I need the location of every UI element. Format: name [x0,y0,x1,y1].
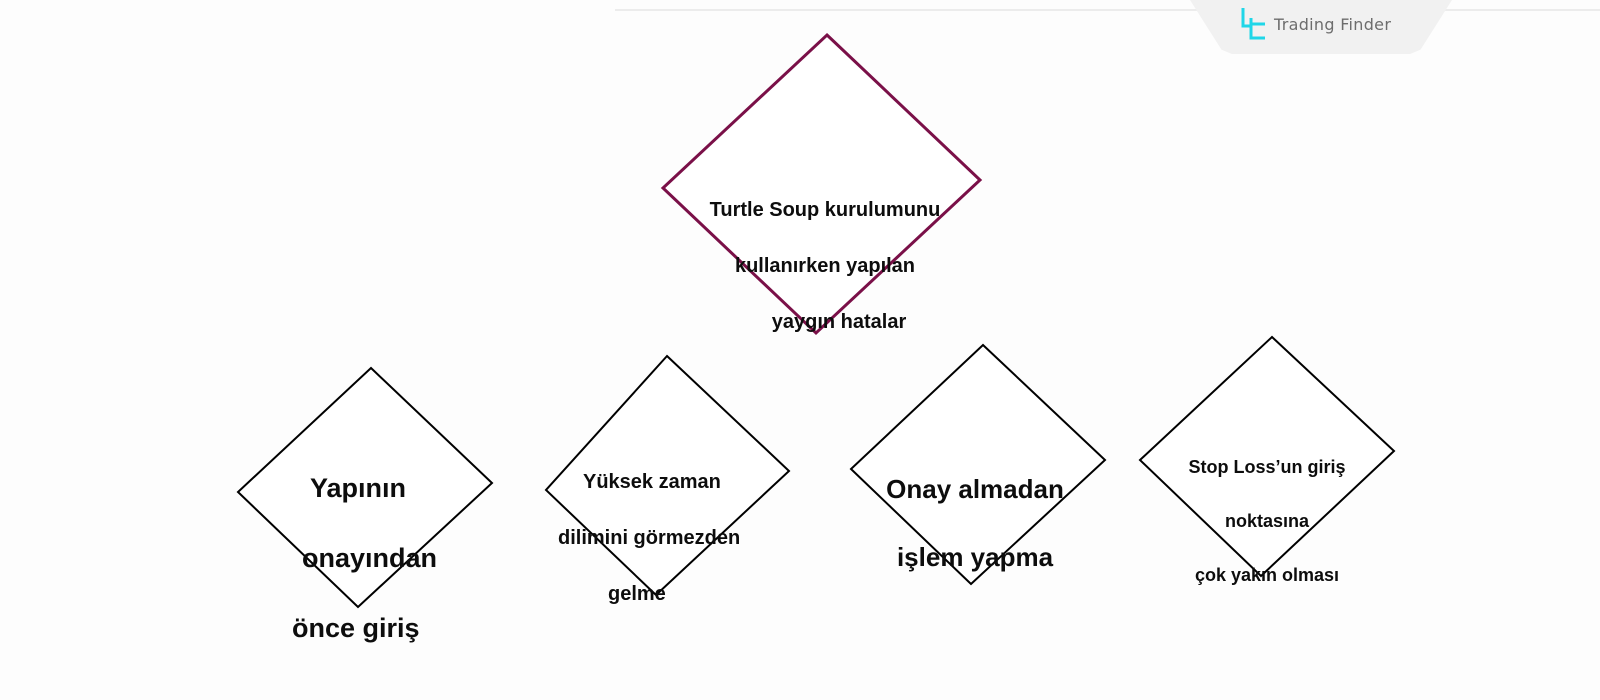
child-diamond-4 [1138,335,1396,578]
child-3-line-1: Onay almadan [886,474,1064,504]
child-2-line-2: dilimini görmezden [558,527,741,549]
child-4-line-3: çok yakın olması [1194,565,1340,585]
child-4-line-2: noktasına [1224,511,1310,531]
child-2-line-3: gelme [608,583,666,605]
child-3-line-2: işlem yapma [896,542,1054,572]
child-diamond-1 [236,366,494,609]
child-node-label-1: Yapının onayından önce giriş [280,436,450,681]
root-label-line-2: kullanırken yapılan [734,255,916,277]
child-diamond-2 [544,354,791,597]
child-node-label-3: Onay almadan işlem yapma [870,438,1080,608]
child-4-line-1: Stop Loss’un giriş [1188,457,1346,477]
root-label-line-1: Turtle Soup kurulumunu [709,199,941,221]
child-node-label-2: Yüksek zaman dilimini görmezden gelme [558,440,778,636]
brand-tab [1190,0,1452,54]
root-label-line-3: yaygın hatalar [771,311,907,333]
child-node-label-4: Stop Loss’un giriş noktasına çok yakın o… [1162,427,1372,616]
header-divider [615,9,1600,11]
child-1-line-3: önce giriş [292,613,420,643]
child-1-line-1: Yapının [310,473,407,503]
trading-finder-logo-icon [1241,8,1265,40]
child-2-line-1: Yüksek zaman [583,471,721,493]
child-1-line-2: onayından [302,543,438,573]
root-node-label: Turtle Soup kurulumunu kullanırken yapıl… [680,168,970,364]
root-diamond [660,32,983,336]
child-diamond-3 [849,343,1107,586]
brand-name: Trading Finder [1274,15,1392,34]
